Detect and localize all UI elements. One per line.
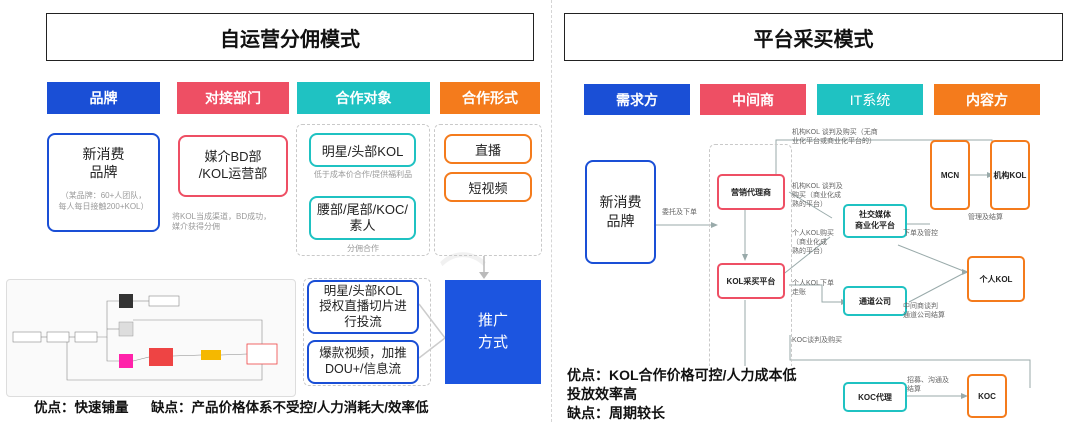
header-content: 内容方 (934, 84, 1040, 115)
partner-star-kol: 明星/头部KOL (309, 133, 416, 167)
promo-star-clip: 明星/头部KOL 授权直播切片进 行投流 (307, 280, 419, 334)
header-partner: 合作对象 (297, 82, 430, 114)
header-brand: 品牌 (47, 82, 160, 114)
panel-divider (551, 0, 552, 422)
department-box: 媒介BD部 /KOL运营部 (178, 135, 288, 197)
agency-box: 营销代理商 (717, 174, 785, 210)
header-department: 对接部门 (177, 82, 289, 114)
social-platform-box: 社交媒体 商业化平台 (843, 204, 907, 238)
form-live: 直播 (444, 134, 532, 164)
partner-waist-koc: 腰部/尾部/KOC/ 素人 (309, 196, 416, 240)
promo-method-box: 推广 方式 (445, 280, 541, 384)
flowchart-mini-diagram (12, 294, 278, 381)
note-order-control: 下单及管控 (903, 230, 938, 237)
form-group (434, 124, 542, 256)
summary-con: 缺点：周期较长 (567, 404, 665, 421)
left-summary: 优点：快速铺量 缺点：产品价格体系不受控/人力消耗大/效率低 (34, 400, 429, 415)
org-kol-box: 机构KOL (990, 140, 1030, 210)
partner-group (296, 124, 430, 256)
note-management: 管理及结算 (968, 214, 1003, 221)
promo-group (303, 278, 431, 386)
promo-hot-video: 爆款视频，加推 DOU+/信息流 (307, 340, 419, 384)
partner-star-note: 低于成本价合作/提供福利品 (313, 170, 413, 179)
note-org-kol-1: 机构KOL 谈判及购买（无商 业化平台或商业化平台的） (792, 129, 878, 146)
demand-brand-box: 新消费 品牌 (585, 160, 656, 264)
koc-box: KOC (967, 374, 1007, 418)
right-summary: 优点：KOL合作价格可控/人力成本低 投放效率高 缺点：周期较长 (567, 366, 801, 422)
brand-label: 新消费 品牌 (82, 146, 125, 181)
channel-company-box: 通道公司 (843, 286, 907, 316)
header-intermediary: 中间商 (700, 84, 806, 115)
flowchart-thumbnail (6, 279, 296, 397)
note-personal-kol: 个人KOL购买 （商业化成 熟的平台） (792, 230, 835, 256)
right-title: 平台采买模式 (564, 13, 1063, 61)
summary-pro-2: 投放效率高 (567, 385, 637, 402)
left-title: 自运营分佣模式 (46, 13, 534, 61)
koc-agent-box: KOC代理 (843, 382, 907, 412)
note-recruit: 招募、沟通及 结算 (907, 377, 949, 394)
personal-kol-box: 个人KOL (967, 256, 1025, 302)
summary-pro: 优点：KOL合作价格可控/人力成本低 (567, 367, 797, 383)
department-note: 将KOL当成渠道，BD成功， 媒介获得分佣 (172, 212, 272, 232)
brand-box: 新消费 品牌 （某品牌：60+人团队， 每人每日接触200+KOL） (47, 133, 160, 232)
note-org-kol-2: 机构KOL 谈判及 购买（商业化成 熟的平台） (792, 183, 843, 209)
link-commission-label: 委托及下单 (662, 209, 697, 216)
header-demand: 需求方 (584, 84, 690, 115)
partner-waist-note: 分佣合作 (347, 244, 379, 253)
arrow-down-icon (479, 256, 489, 279)
mcn-box: MCN (930, 140, 970, 210)
note-channel: 中间商谈判 通道公司结算 (903, 303, 945, 320)
promo-connector (419, 303, 446, 359)
note-personal-kol-2: 个人KOL下单 走账 (792, 280, 835, 297)
header-it-system: IT系统 (817, 84, 923, 115)
form-short-video: 短视频 (444, 172, 532, 202)
brand-note: （某品牌：60+人团队， 每人每日接触200+KOL） (58, 191, 149, 211)
note-koc: KOC谈判及购买 (792, 337, 843, 344)
header-form: 合作形式 (440, 82, 540, 114)
kol-platform-box: KOL采买平台 (717, 263, 785, 299)
